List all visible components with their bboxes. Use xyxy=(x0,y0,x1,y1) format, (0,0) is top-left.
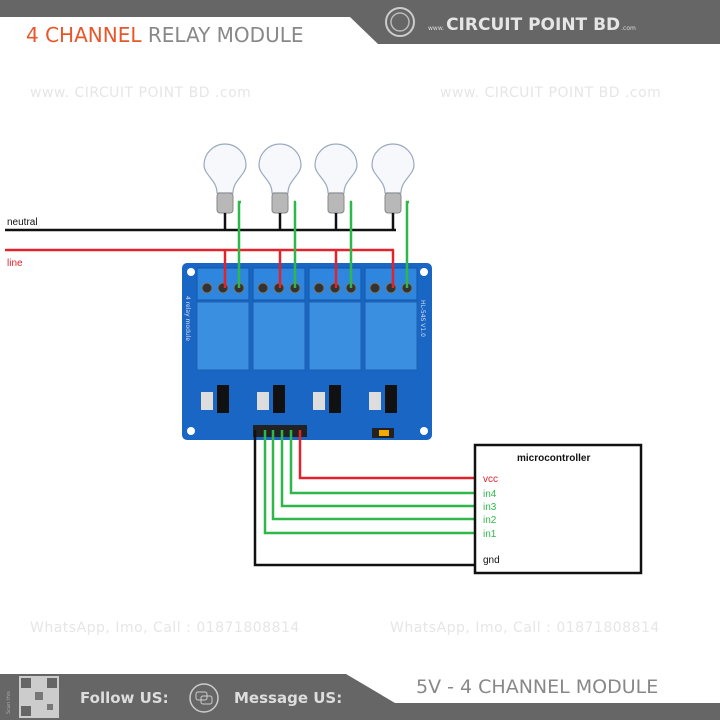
optocoupler xyxy=(329,385,341,413)
optocoupler xyxy=(385,385,397,413)
watermarks: www. CIRCUIT POINT BD .com www. CIRCUIT … xyxy=(30,85,661,636)
optocoupler xyxy=(217,385,229,413)
pin-in3: in3 xyxy=(483,502,497,513)
header-bar xyxy=(0,0,720,44)
optocoupler xyxy=(273,385,285,413)
watermark-site: www. CIRCUIT POINT BD .com xyxy=(30,85,251,101)
watermark-contact: WhatsApp, Imo, Call : 01871808814 xyxy=(390,620,660,636)
logo-icon xyxy=(385,7,415,37)
pin-gnd: gnd xyxy=(483,555,500,566)
relay-load-wire xyxy=(237,200,241,288)
brand-prefix: www. xyxy=(428,25,444,32)
relay-load-wire xyxy=(405,200,409,288)
scan-label: Scan this xyxy=(6,691,12,714)
message-label: Message US: xyxy=(234,689,342,707)
brand-name: CIRCUIT POINT BD xyxy=(446,15,620,35)
relay-load-wire xyxy=(293,200,297,288)
watermark-site: www. CIRCUIT POINT BD .com xyxy=(440,85,661,101)
neutral-label: neutral xyxy=(7,217,38,228)
pin-vcc: vcc xyxy=(483,474,498,485)
brand: www.CIRCUIT POINT BD.com xyxy=(428,15,636,35)
light-bulb-icon xyxy=(314,143,358,230)
footer-bar xyxy=(0,674,720,720)
microcontroller-box xyxy=(473,443,643,575)
brand-suffix: .com xyxy=(621,25,636,32)
load-wires xyxy=(223,200,409,288)
module-label: 5V - 4 CHANNEL MODULE xyxy=(416,676,658,698)
page-title: 4 CHANNEL RELAY MODULE xyxy=(26,23,303,47)
light-bulb-icon xyxy=(371,143,415,230)
chat-icon[interactable] xyxy=(189,683,219,713)
light-bulb-icon xyxy=(258,143,302,230)
pin-in1: in1 xyxy=(483,529,497,540)
pin-in4: in4 xyxy=(483,489,497,500)
qr-code-icon xyxy=(19,676,59,718)
relay-load-wire xyxy=(349,200,353,288)
relay xyxy=(196,267,250,413)
relay-board: 4 relay module HL-54S V1.0 xyxy=(182,263,432,440)
pin-in2: in2 xyxy=(483,515,497,526)
light-bulb-icon xyxy=(203,143,247,230)
microcontroller-title: microcontroller xyxy=(517,453,590,464)
board-label: 4 relay module xyxy=(184,296,191,341)
bulbs xyxy=(203,143,415,230)
line-label: line xyxy=(7,258,23,269)
board-model: HL-54S V1.0 xyxy=(419,300,426,337)
relay xyxy=(364,267,418,413)
control-wires xyxy=(253,430,476,567)
watermark-contact: WhatsApp, Imo, Call : 01871808814 xyxy=(30,620,300,636)
follow-label: Follow US: xyxy=(80,689,169,707)
